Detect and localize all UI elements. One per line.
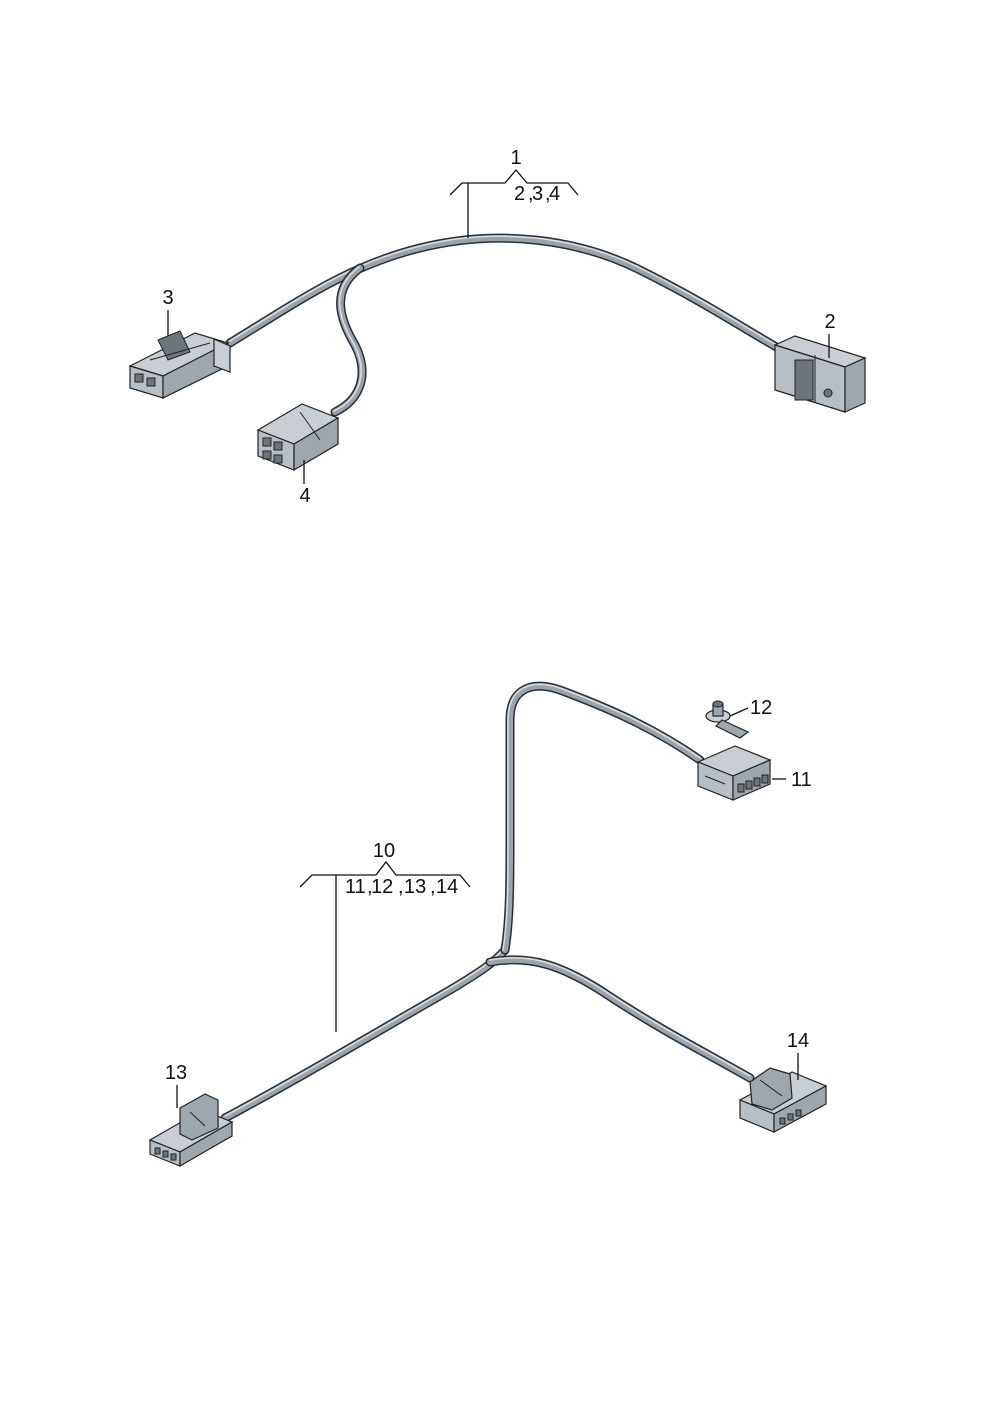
callout-1-items-3: 3: [532, 183, 543, 205]
connector-13: [148, 1093, 234, 1168]
harness-1: [225, 233, 783, 417]
connector-3: [128, 330, 231, 399]
callout-1-items-4: 4: [549, 183, 560, 205]
callout-10-sep-a: ,: [367, 876, 373, 898]
callout-1: 1: [510, 147, 521, 169]
callout-1-sep-b: ,: [545, 183, 551, 205]
callout-11-group: 11: [772, 769, 812, 791]
callout-11: 11: [791, 769, 812, 791]
callout-14-group: 14: [787, 1030, 809, 1080]
callout-1-sep-a: ,: [528, 183, 534, 205]
callout-3: 3: [162, 287, 173, 309]
callout-4: 4: [299, 485, 310, 507]
callout-10: 10: [373, 840, 395, 862]
callout-10-items-11: 11: [345, 876, 366, 898]
connector-2: [773, 335, 867, 413]
callout-10-items-13: 13: [404, 876, 426, 898]
callout-13: 13: [165, 1062, 187, 1084]
harness-10: [220, 681, 755, 1123]
callout-2-group: 2: [824, 311, 836, 358]
connector-14: [738, 1067, 828, 1134]
callout-14: 14: [787, 1030, 809, 1052]
callout-2: 2: [824, 311, 835, 333]
callout-group-1: 1 2 , 3 , 4: [449, 147, 579, 238]
callout-4-group: 4: [299, 460, 311, 507]
callout-12-group: 12: [729, 697, 772, 719]
callout-10-sep-c: ,: [430, 876, 436, 898]
connector-4: [256, 403, 340, 472]
callout-3-group: 3: [162, 287, 174, 336]
callout-10-sep-b: ,: [398, 876, 404, 898]
callout-13-group: 13: [165, 1062, 187, 1108]
callout-group-10: 10 11 , 12 , 13 , 14: [299, 840, 471, 1032]
callout-1-items-2: 2: [514, 183, 525, 205]
part-12-clip: [705, 700, 750, 739]
callout-12: 12: [750, 697, 772, 719]
callout-10-items-12: 12: [371, 876, 393, 898]
connector-11: [696, 745, 772, 801]
callout-10-items-14: 14: [436, 876, 458, 898]
